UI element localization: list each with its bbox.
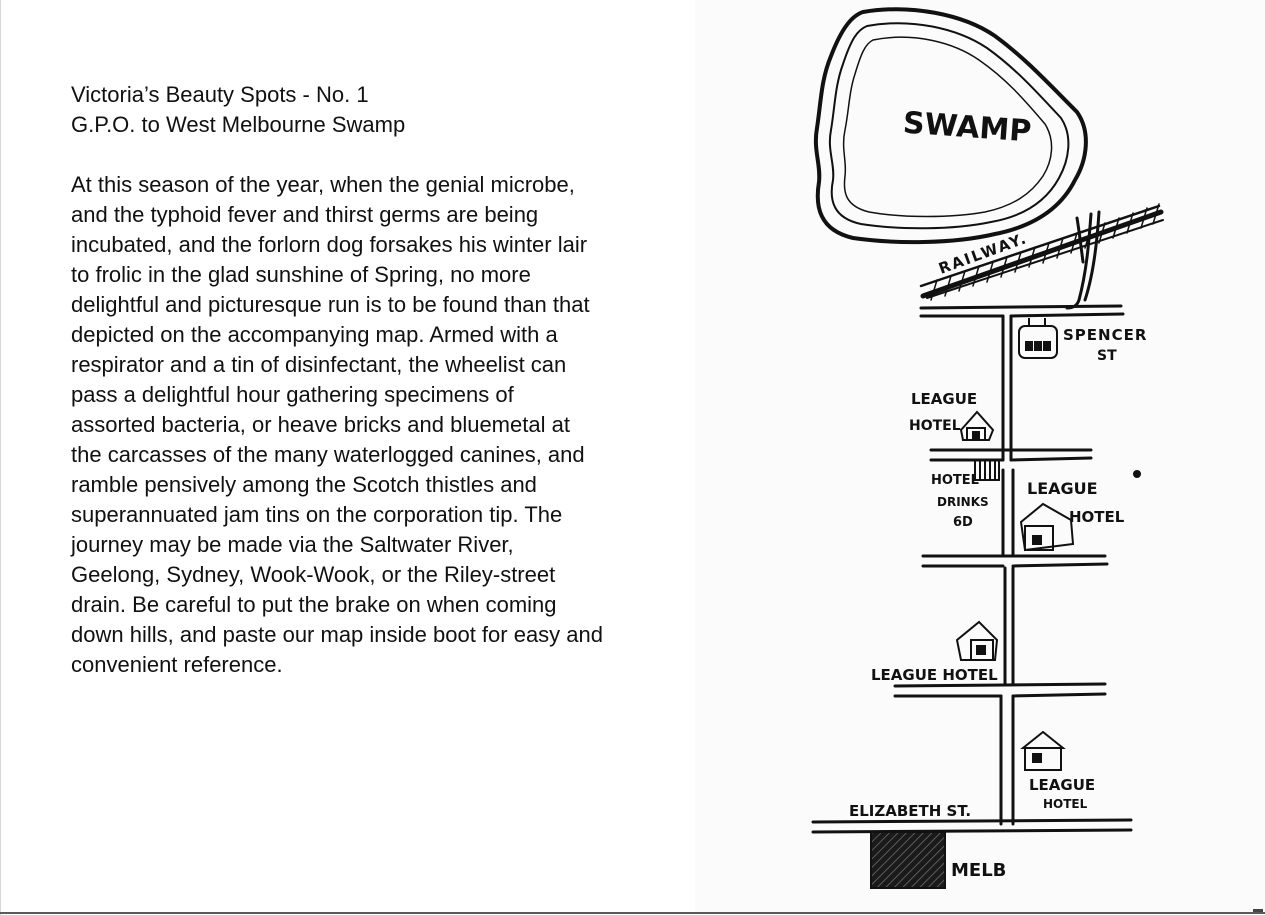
article-title: Victoria’s Beauty Spots - No. 1 <box>71 82 369 107</box>
article-body-line: ramble pensively among the Scotch thistl… <box>71 472 537 497</box>
article-body-line: and the typhoid fever and thirst germs a… <box>71 202 539 227</box>
hotel-drinks-label-2: DRINKS <box>937 495 989 509</box>
map-drawing: SWAMP RAILWAY. <box>811 7 1164 889</box>
spencer-st-building <box>1018 318 1058 359</box>
swamp-label: SWAMP <box>902 106 1033 150</box>
league-hotel-1-label-2: HOTEL <box>909 418 961 434</box>
league-hotel-4-label-2: HOTEL <box>1043 797 1088 811</box>
melb-gpo-block <box>870 831 946 889</box>
league-hotel-2-label-2: HOTEL <box>1069 508 1125 526</box>
article-body-line: depicted on the accompanying map. Armed … <box>71 322 558 347</box>
hand-drawn-map: SWAMP RAILWAY. <box>695 0 1265 912</box>
hotel-drinks-label-3: 6D <box>953 515 973 530</box>
league-hotel-3-house-icon <box>955 620 999 661</box>
article-subtitle: G.P.O. to West Melbourne Swamp <box>71 112 406 137</box>
hotel-drinks-building <box>974 459 1000 481</box>
article: Victoria’s Beauty Spots - No. 1 G.P.O. t… <box>71 80 686 680</box>
article-body-line: down hills, and paste our map inside boo… <box>71 622 603 647</box>
article-body-line: respirator and a tin of disinfectant, th… <box>71 352 567 377</box>
elizabeth-st-label: ELIZABETH ST. <box>849 802 971 820</box>
main-street <box>999 314 1015 826</box>
article-body-line: superannuated jam tins on the corporatio… <box>71 502 563 527</box>
league-hotel-2-label: LEAGUE <box>1027 479 1098 498</box>
spencer-st-label: SPENCER <box>1063 326 1147 344</box>
article-body-line: journey may be made via the Saltwater Ri… <box>71 532 514 557</box>
article-body-line: delightful and picturesque run is to be … <box>71 292 590 317</box>
swamp-outline <box>813 7 1088 245</box>
article-body-line: to frolic in the glad sunshine of Spring… <box>71 262 531 287</box>
spencer-st-label-2: ST <box>1097 348 1117 364</box>
article-body: At this season of the year, when the gen… <box>71 170 686 680</box>
page-bottom-border <box>0 912 1265 914</box>
article-body-line: convenient reference. <box>71 652 283 677</box>
league-hotel-3-label: LEAGUE HOTEL <box>871 666 998 684</box>
railway-line <box>919 203 1164 310</box>
article-body-line: At this season of the year, when the gen… <box>71 172 575 197</box>
page-left-border <box>0 0 1 915</box>
article-body-line: pass a delightful hour gathering specime… <box>71 382 514 407</box>
league-hotel-1-house-icon <box>959 410 995 441</box>
melb-label: MELB <box>951 860 1006 881</box>
hotel-drinks-label: HOTEL <box>931 473 979 488</box>
league-hotel-2-house-icon <box>1019 502 1075 552</box>
page-corner-mark <box>1253 909 1263 912</box>
league-hotel-1-label: LEAGUE <box>911 390 977 408</box>
league-hotel-4-house-icon <box>1020 730 1066 771</box>
article-body-line: Geelong, Sydney, Wook-Wook, or the Riley… <box>71 562 556 587</box>
cross-streets <box>811 304 1133 834</box>
article-body-line: the carcasses of the many waterlogged ca… <box>71 442 585 467</box>
league-hotel-4-label: LEAGUE <box>1029 776 1095 794</box>
article-body-line: incubated, and the forlorn dog forsakes … <box>71 232 588 257</box>
article-body-line: assorted bacteria, or heave bricks and b… <box>71 412 570 437</box>
article-body-line: drain. Be careful to put the brake on wh… <box>71 592 557 617</box>
map-dot <box>1133 470 1141 478</box>
